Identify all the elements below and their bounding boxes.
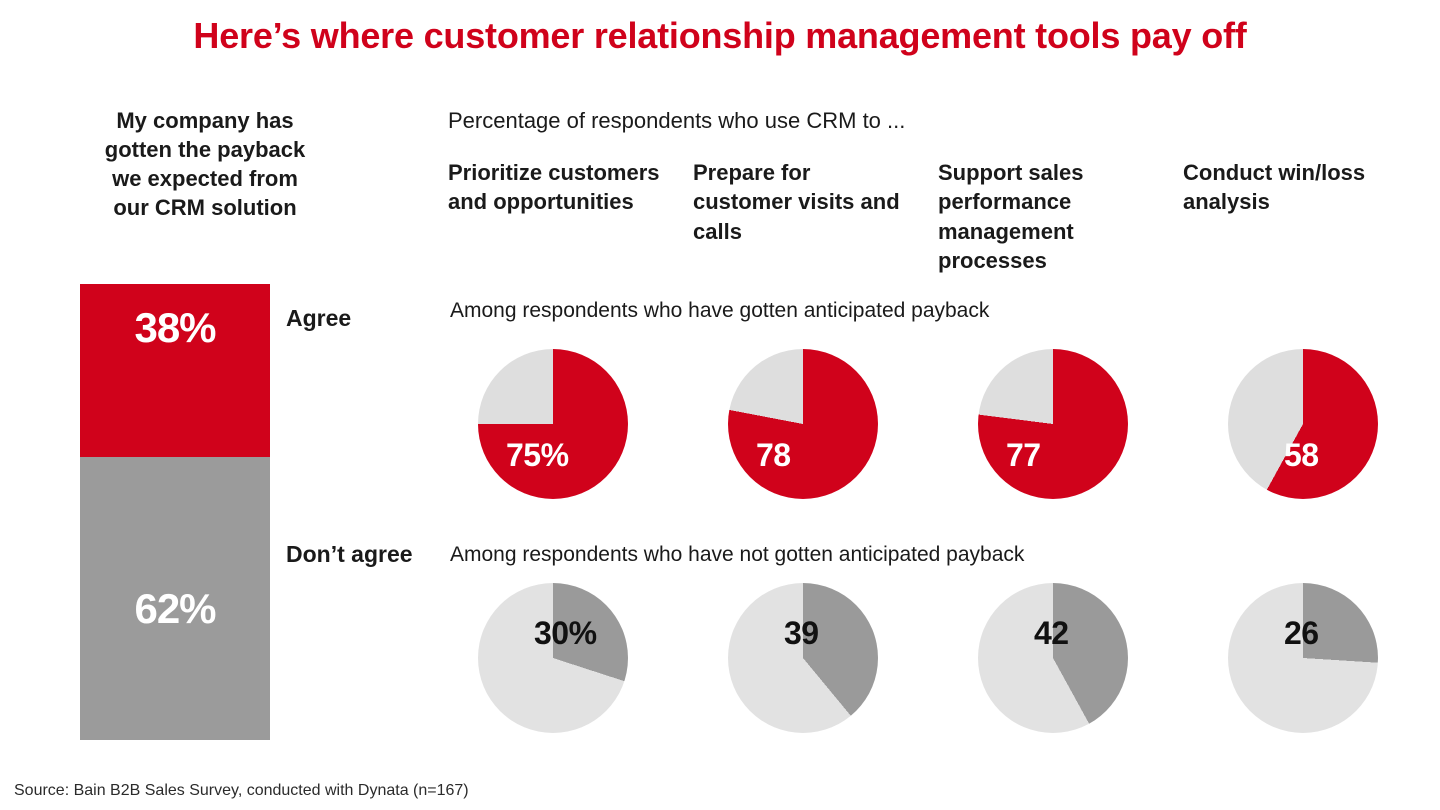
- bar-segment-disagree: 62%: [80, 457, 270, 740]
- stacked-bar-chart: 38% 62%: [80, 284, 270, 740]
- row-caption-not-gotten-payback: Among respondents who have not gotten an…: [450, 543, 1025, 566]
- page-title: Here’s where customer relationship manag…: [193, 15, 1247, 56]
- row-caption-gotten-payback: Among respondents who have gotten antici…: [450, 299, 990, 322]
- bar-segment-agree: 38%: [80, 284, 270, 458]
- column-header-conduct: Conduct win/loss analysis: [1183, 160, 1366, 215]
- pie-value-label: 39: [784, 615, 819, 651]
- bar-segment-disagree-value: 62%: [134, 585, 216, 633]
- column-headers: Prioritize customers and opportunities P…: [448, 158, 1428, 275]
- left-panel-header-line: we expected from: [112, 166, 298, 192]
- pie-chart: [728, 349, 878, 499]
- left-panel-header-line: our CRM solution: [113, 195, 297, 221]
- pie-row-not-gotten-payback: 30% 39 42 26: [448, 583, 1440, 733]
- pie-cell: 30%: [448, 583, 698, 733]
- pie-chart: [978, 349, 1128, 499]
- left-panel-header-line: gotten the payback: [104, 137, 306, 163]
- pie-chart: [978, 583, 1128, 733]
- pie-value-label: 26: [1284, 615, 1319, 651]
- pie-chart: [478, 349, 628, 499]
- pie-value-label: 78: [756, 437, 791, 473]
- bar-legend-disagree: Don’t agree: [286, 541, 413, 567]
- pie-row-gotten-payback: 75% 78 77 58: [448, 349, 1440, 499]
- pie-cell: 39: [698, 583, 948, 733]
- pie-cell: 42: [948, 583, 1198, 733]
- pie-value-label: 42: [1034, 615, 1069, 651]
- pie-cell: 78: [698, 349, 948, 499]
- bar-legend-agree: Agree: [286, 305, 352, 331]
- source-note: Source: Bain B2B Sales Survey, conducted…: [14, 782, 469, 799]
- right-panel-header: Percentage of respondents who use CRM to…: [448, 108, 906, 133]
- left-panel-header-line: My company has: [116, 108, 294, 133]
- bar-segment-agree-value: 38%: [134, 304, 216, 351]
- column-header-prioritize: Prioritize customers and opportunities: [448, 160, 660, 215]
- pie-chart: [1228, 349, 1378, 499]
- pie-value-label: 75%: [506, 437, 569, 473]
- pie-cell: 26: [1198, 583, 1440, 733]
- pie-value-label: 58: [1284, 437, 1319, 473]
- left-panel-header: My company has gotten the payback we exp…: [60, 106, 350, 222]
- pie-chart: [478, 583, 628, 733]
- pie-cell: 75%: [448, 349, 698, 499]
- column-header-support: Support sales performance management pro…: [938, 160, 1084, 273]
- pie-cell: 77: [948, 349, 1198, 499]
- pie-cell: 58: [1198, 349, 1440, 499]
- pie-chart: [728, 583, 878, 733]
- pie-chart: [1228, 583, 1378, 733]
- column-header-prepare: Prepare for customer visits and calls: [693, 160, 900, 244]
- pie-value-label: 30%: [534, 615, 597, 651]
- pie-value-label: 77: [1006, 437, 1041, 473]
